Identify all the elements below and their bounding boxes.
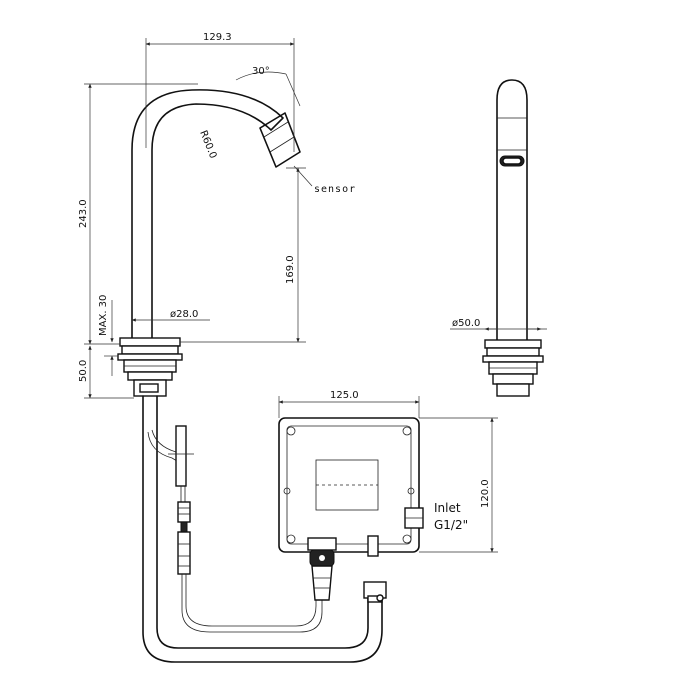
dimension-lines bbox=[84, 38, 547, 553]
label-bend-radius: R60.0 bbox=[197, 129, 218, 160]
label-box-height: 120.0 bbox=[480, 479, 491, 508]
label-angle: 30° bbox=[252, 66, 270, 77]
control-box-outline bbox=[278, 417, 420, 553]
faucet-front-view bbox=[482, 79, 544, 397]
label-total-height: 243.0 bbox=[78, 199, 89, 228]
water-hose bbox=[142, 395, 383, 663]
hose-assembly bbox=[142, 395, 387, 663]
cable-connector-lower bbox=[177, 531, 191, 575]
label-inlet-thread: G1/2" bbox=[434, 518, 468, 532]
control-box bbox=[278, 417, 424, 601]
label-max-thickness: MAX. 30 bbox=[98, 295, 109, 336]
base-plate bbox=[119, 337, 181, 347]
cable-clip bbox=[175, 425, 187, 487]
faucet-side-view bbox=[117, 89, 301, 397]
dimension-labels: 129.3 30° R60.0 sensor 243.0 169.0 MAX. … bbox=[78, 32, 491, 532]
outlet-valve bbox=[307, 537, 337, 551]
label-sensor: sensor bbox=[314, 184, 356, 195]
cable-connector-upper bbox=[177, 501, 191, 523]
faucet-body-outline bbox=[131, 89, 284, 339]
label-thread-length: 50.0 bbox=[78, 360, 89, 382]
label-base-diameter: ø50.0 bbox=[452, 318, 480, 329]
sensor-head bbox=[259, 112, 301, 168]
front-body-outline bbox=[496, 79, 528, 341]
label-spout-height: 169.0 bbox=[285, 255, 296, 284]
label-body-diameter: ø28.0 bbox=[170, 309, 198, 320]
label-inlet: Inlet bbox=[434, 501, 461, 515]
label-box-width: 125.0 bbox=[330, 390, 359, 401]
label-spout-reach: 129.3 bbox=[203, 32, 232, 43]
